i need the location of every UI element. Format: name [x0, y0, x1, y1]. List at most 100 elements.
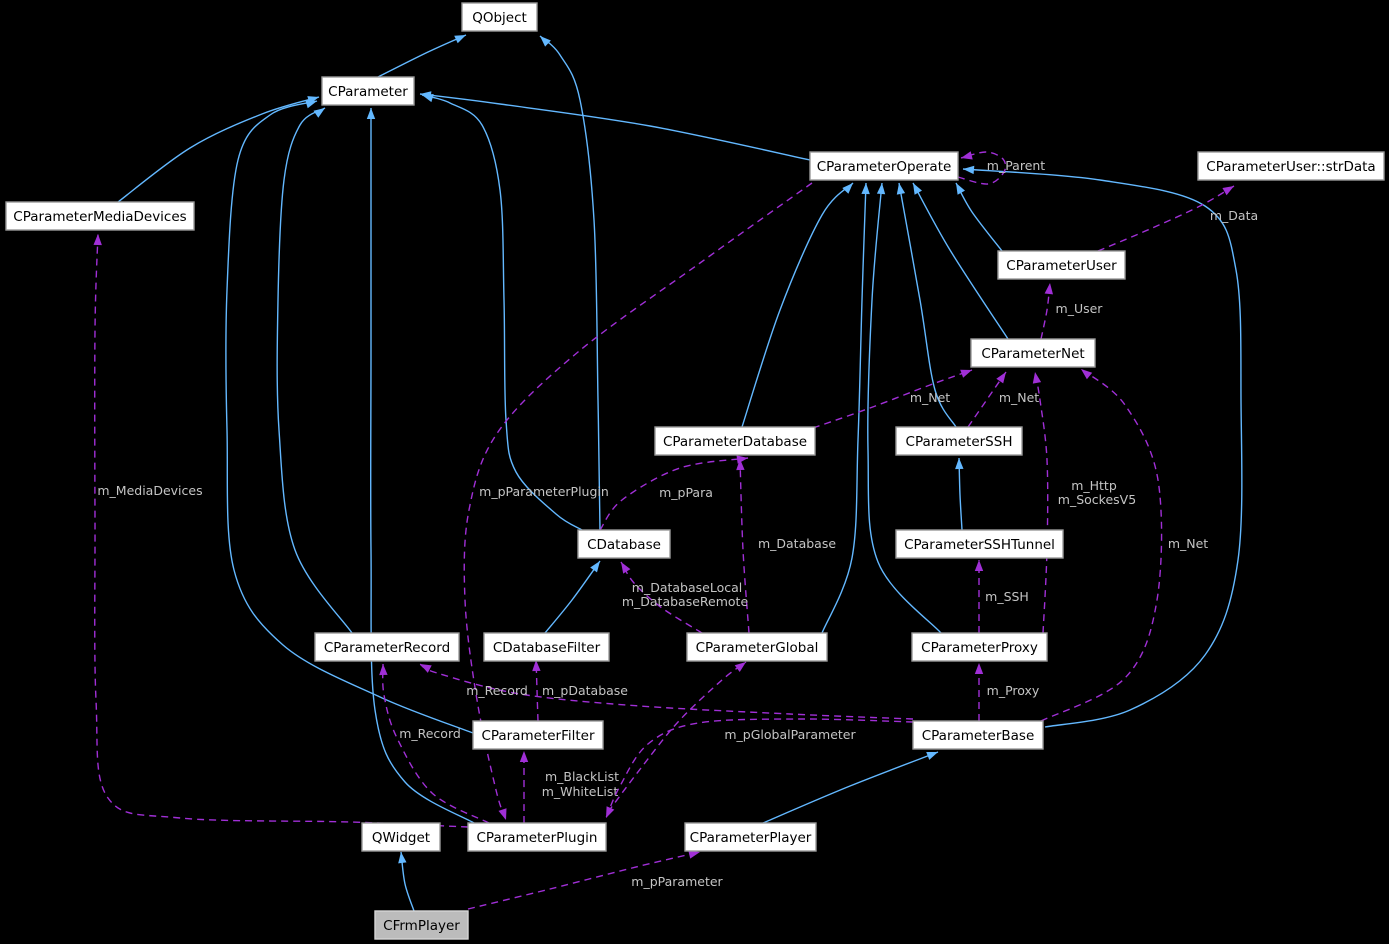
class-node-CParameterSSH[interactable]: CParameterSSH — [895, 426, 1023, 456]
class-node-QObject[interactable]: QObject — [461, 2, 538, 32]
edge-CParameterOperate-to-CParameterOperate — [957, 151, 1007, 185]
class-node-CParameterRecord[interactable]: CParameterRecord — [314, 632, 460, 662]
class-node-CParameterOperate[interactable]: CParameterOperate — [809, 151, 959, 181]
arrowhead-icon — [996, 372, 1006, 384]
class-node-CDatabase[interactable]: CDatabase — [577, 529, 671, 559]
class-node-box — [467, 822, 607, 852]
edge-CParameterUser-to-CParameterUser::strData — [1097, 185, 1235, 252]
class-node-CParameterProxy[interactable]: CParameterProxy — [911, 632, 1048, 662]
class-node-box — [809, 151, 959, 181]
class-node-CParameterUser[interactable]: CParameterUser — [997, 250, 1126, 280]
arrowhead-icon — [313, 108, 325, 118]
arrowhead-icon — [956, 183, 965, 195]
edge-CParameterNet-to-CParameterOperate — [912, 182, 1009, 340]
arrowhead-icon — [842, 183, 853, 194]
edge-label-m_Net: m_Net — [1168, 536, 1208, 551]
class-node-box — [684, 822, 817, 852]
edge-label-m_pGlobalParameter: m_pGlobalParameter — [724, 727, 856, 742]
arrowhead-icon — [398, 852, 407, 864]
class-node-CFrmPlayer: CFrmPlayer — [374, 910, 469, 940]
edge-CParameterFilter-to-CParameter — [225, 100, 474, 734]
class-node-CParameterBase[interactable]: CParameterBase — [912, 720, 1044, 750]
edge-CParameterOperate-to-CParameter — [419, 93, 811, 161]
edge-CParameterProxy-to-CParameterNet — [1034, 371, 1049, 634]
class-node-box — [911, 632, 1048, 662]
class-node-CParameterPlugin[interactable]: CParameterPlugin — [467, 822, 607, 852]
class-node-CParameterSSHTunnel[interactable]: CParameterSSHTunnel — [895, 529, 1064, 559]
arrowhead-icon — [1222, 186, 1234, 196]
edge-label-m_User: m_User — [1056, 301, 1104, 316]
edge-label-m_DatabaseRemote: m_DatabaseRemote — [622, 594, 749, 609]
arrowhead-icon — [974, 663, 984, 674]
edge-CDatabase-to-CParameterDatabase — [599, 457, 749, 531]
edge-CParameterBase-to-CParameterNet — [1040, 368, 1163, 722]
arrowhead-icon — [876, 183, 886, 195]
edge-label-m_MediaDevices: m_MediaDevices — [97, 483, 202, 498]
arrowhead-icon — [532, 660, 541, 672]
edge-label-m_SockesV5: m_SockesV5 — [1058, 492, 1136, 507]
edge-label-m_pPara: m_pPara — [659, 485, 713, 500]
arrowhead-icon — [420, 664, 432, 673]
class-node-box — [895, 426, 1023, 456]
edge-CParameterDatabase-to-CParameterOperate — [741, 182, 854, 428]
class-node-CParameterMediaDevices[interactable]: CParameterMediaDevices — [5, 201, 195, 231]
class-node-box — [912, 720, 1044, 750]
class-node-CParameterDatabase[interactable]: CParameterDatabase — [654, 426, 816, 456]
edge-CParameterGlobal-to-CParameterOperate — [821, 182, 867, 634]
edge-label-m_pDatabase: m_pDatabase — [542, 683, 628, 698]
edge-CParameterPlugin-to-CParameterGlobal — [607, 661, 747, 813]
edge-CParameterPlugin-to-CParameter — [369, 108, 475, 824]
edge-label-m_BlackList: m_BlackList — [545, 769, 619, 784]
edge-CParameterPlugin-to-CParameterMediaDevices — [94, 233, 469, 828]
edge-label-m_Net: m_Net — [910, 390, 950, 405]
class-node-box — [483, 632, 610, 662]
arrowhead-icon — [1032, 372, 1042, 384]
edge-label-m_Http: m_Http — [1071, 478, 1117, 493]
arrowhead-icon — [1081, 369, 1093, 380]
arrowhead-icon — [963, 165, 975, 175]
arrowhead-icon — [734, 662, 746, 672]
class-node-CParameter[interactable]: CParameter — [321, 76, 415, 106]
class-node-box — [577, 529, 671, 559]
class-node-box — [654, 426, 816, 456]
edge-CParameterPlayer-to-CParameterBase — [762, 751, 939, 824]
arrowhead-icon — [736, 459, 745, 471]
arrowhead-icon — [519, 751, 529, 762]
class-node-CParameterFilter[interactable]: CParameterFilter — [472, 720, 604, 750]
arrowhead-icon — [688, 850, 700, 859]
edge-CParameterSSH-to-CParameterOperate — [898, 182, 957, 428]
edge-label-m_WhiteList: m_WhiteList — [542, 784, 619, 799]
edge-CParameterDatabase-to-CParameterNet — [812, 369, 973, 429]
class-node-CParameterUser::strData[interactable]: CParameterUser::strData — [1197, 151, 1385, 181]
class-node-box — [461, 2, 538, 32]
class-node-CParameterGlobal[interactable]: CParameterGlobal — [686, 632, 828, 662]
class-node-CParameterNet[interactable]: CParameterNet — [970, 338, 1096, 368]
arrowhead-icon — [861, 183, 870, 195]
class-node-CParameterPlayer[interactable]: CParameterPlayer — [684, 822, 817, 852]
edge-CDatabase-to-QObject — [539, 35, 601, 531]
edge-CFrmPlayer-to-CParameterPlayer — [467, 851, 701, 910]
edge-CParameterGlobal-to-CParameterDatabase — [739, 458, 750, 634]
class-node-box — [361, 822, 441, 852]
edge-CParameterRecord-to-CParameter — [276, 107, 353, 634]
arrowhead-icon — [896, 183, 906, 195]
class-node-box — [997, 250, 1126, 280]
arrowhead-icon — [974, 560, 984, 571]
class-node-CDatabaseFilter[interactable]: CDatabaseFilter — [483, 632, 610, 662]
arrowhead-icon — [1044, 283, 1053, 295]
arrowhead-icon — [93, 234, 102, 246]
class-node-box — [5, 201, 195, 231]
class-node-box — [374, 910, 469, 940]
class-node-box — [895, 529, 1064, 559]
arrowhead-icon — [420, 91, 432, 100]
class-node-box — [686, 632, 828, 662]
arrowhead-icon — [621, 562, 631, 574]
class-node-QWidget[interactable]: QWidget — [361, 822, 441, 852]
arrowhead-icon — [961, 151, 973, 160]
arrowhead-icon — [606, 806, 615, 818]
arrowhead-icon — [913, 183, 922, 195]
edge-label-m_SSH: m_SSH — [985, 589, 1029, 604]
